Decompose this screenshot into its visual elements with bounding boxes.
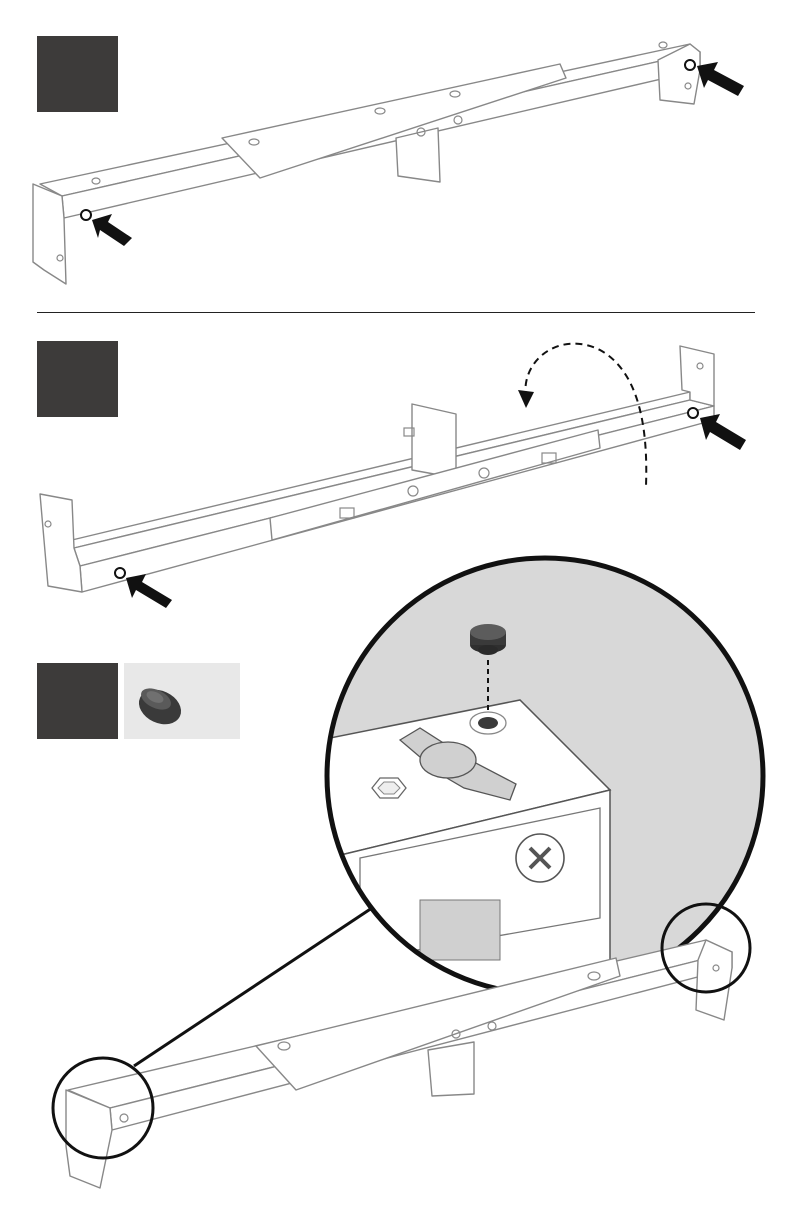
right-end-bracket bbox=[696, 940, 732, 1020]
center-bracket bbox=[428, 1042, 474, 1096]
phillips-screw-icon bbox=[516, 834, 564, 882]
zoom-detail bbox=[320, 550, 780, 1010]
hex-nut-icon bbox=[372, 778, 406, 798]
foot-cap-icon bbox=[470, 624, 506, 655]
